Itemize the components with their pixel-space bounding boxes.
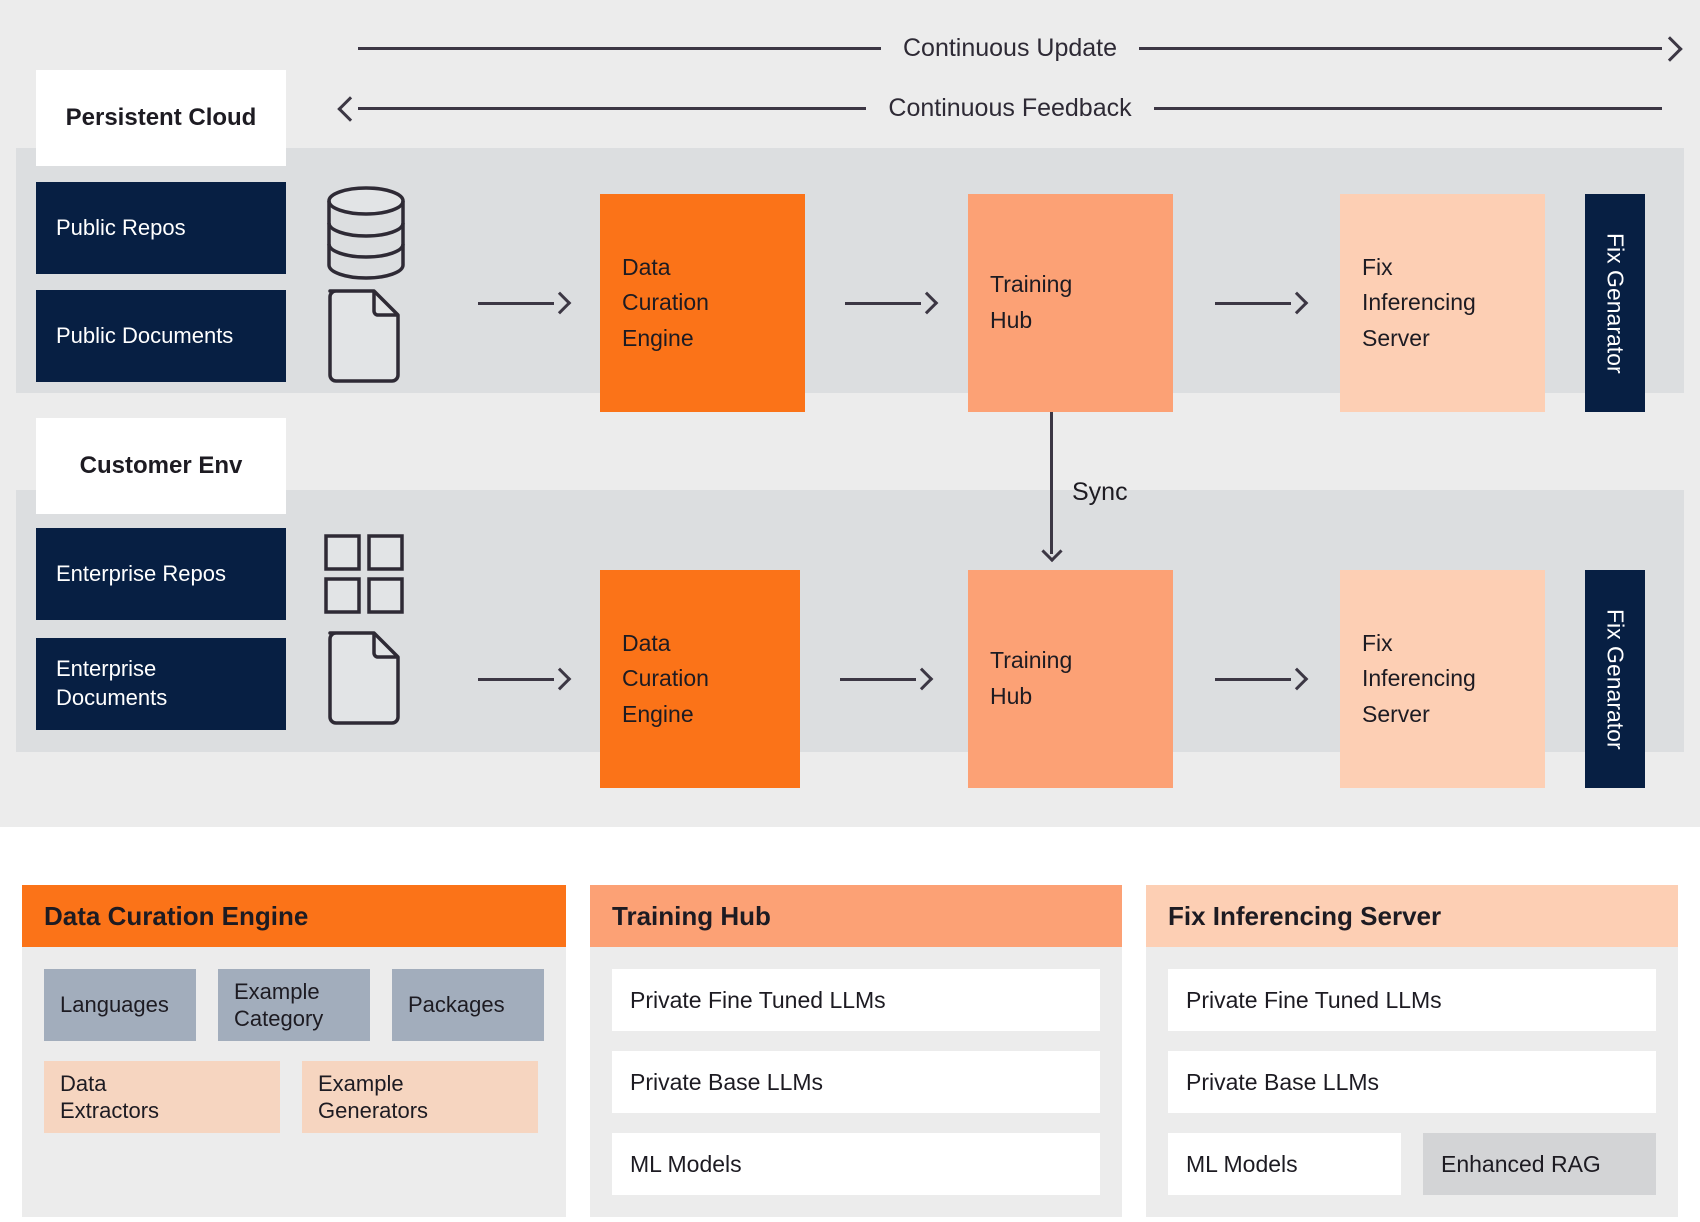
legend-card-body: Private Fine Tuned LLMs Private Base LLM… — [590, 947, 1122, 1217]
fix-generator-label: Fix Genarator — [1602, 608, 1629, 750]
arrow-right-icon — [1291, 669, 1307, 689]
arrow-sources-to-dce-cloud — [478, 292, 570, 314]
fix-generator-label: Fix Genarator — [1602, 232, 1629, 374]
legend-card-title: Training Hub — [590, 885, 1122, 947]
list-item-split: ML Models Enhanced RAG — [1168, 1133, 1656, 1195]
document-icon — [322, 625, 406, 730]
sync-label: Sync — [1072, 478, 1128, 506]
fix-generator-customer[interactable]: Fix Genarator — [1585, 570, 1645, 788]
source-public-documents[interactable]: Public Documents — [36, 290, 286, 382]
update-arrow-line-left — [358, 47, 881, 50]
list-item[interactable]: Private Fine Tuned LLMs — [612, 969, 1100, 1031]
document-icon — [322, 283, 406, 388]
arrow-line — [1215, 677, 1291, 681]
legend-card-title: Fix Inferencing Server — [1146, 885, 1678, 947]
arrow-line — [478, 677, 554, 681]
list-item[interactable]: ML Models — [612, 1133, 1100, 1195]
legend-card-title: Data Curation Engine — [22, 885, 566, 947]
arrow-right-icon — [916, 669, 932, 689]
arrow-line — [845, 301, 921, 305]
continuous-update-label: Continuous Update — [902, 34, 1118, 62]
legend-card-fix-inferencing-server: Fix Inferencing Server Private Fine Tune… — [1146, 885, 1678, 1217]
arrow-right-icon — [1662, 38, 1680, 60]
arrow-right-icon — [554, 293, 570, 313]
chip-languages[interactable]: Languages — [44, 969, 196, 1041]
fix-generator-cloud[interactable]: Fix Genarator — [1585, 194, 1645, 412]
database-icon — [322, 185, 410, 286]
continuous-feedback-arrow: Continuous Feedback — [340, 96, 1680, 121]
chip-packages[interactable]: Packages — [392, 969, 544, 1041]
feedback-arrow-line-left — [358, 107, 867, 110]
arrow-right-icon — [1291, 293, 1307, 313]
list-item-ml-models[interactable]: ML Models — [1168, 1133, 1401, 1195]
arrow-right-icon — [921, 293, 937, 313]
arrow-dce-to-hub-customer — [840, 668, 932, 690]
source-public-repos[interactable]: Public Repos — [36, 182, 286, 274]
arrow-hub-to-fis-customer — [1215, 668, 1307, 690]
arrow-line — [840, 677, 916, 681]
continuous-update-arrow: Continuous Update — [340, 36, 1680, 61]
arrow-dce-to-hub-cloud — [845, 292, 937, 314]
arrow-sources-to-dce-customer — [478, 668, 570, 690]
sync-arrow-stem — [1050, 412, 1053, 554]
list-item[interactable]: Private Fine Tuned LLMs — [1168, 969, 1656, 1031]
arrow-left-icon — [340, 98, 358, 120]
arrow-right-icon — [554, 669, 570, 689]
legend-card-body: Private Fine Tuned LLMs Private Base LLM… — [1146, 947, 1678, 1217]
arrow-hub-to-fis-cloud — [1215, 292, 1307, 314]
source-enterprise-repos[interactable]: Enterprise Repos — [36, 528, 286, 620]
persistent-cloud-tag: Persistent Cloud — [36, 70, 286, 166]
list-item[interactable]: Private Base LLMs — [612, 1051, 1100, 1113]
list-item[interactable]: Private Base LLMs — [1168, 1051, 1656, 1113]
arrow-line — [478, 301, 554, 305]
sync-arrow-down-icon — [1040, 412, 1074, 570]
feedback-arrow-line-right — [1153, 107, 1662, 110]
badge-enhanced-rag[interactable]: Enhanced RAG — [1423, 1133, 1656, 1195]
grid-icon — [322, 532, 406, 621]
update-arrow-line-right — [1139, 47, 1663, 50]
legend-card-training-hub: Training Hub Private Fine Tuned LLMs Pri… — [590, 885, 1122, 1217]
customer-env-tag: Customer Env — [36, 418, 286, 514]
continuous-feedback-label: Continuous Feedback — [888, 94, 1132, 122]
continuous-flow-arrows: Continuous Update Continuous Feedback — [0, 0, 1700, 150]
arrow-line — [1215, 301, 1291, 305]
